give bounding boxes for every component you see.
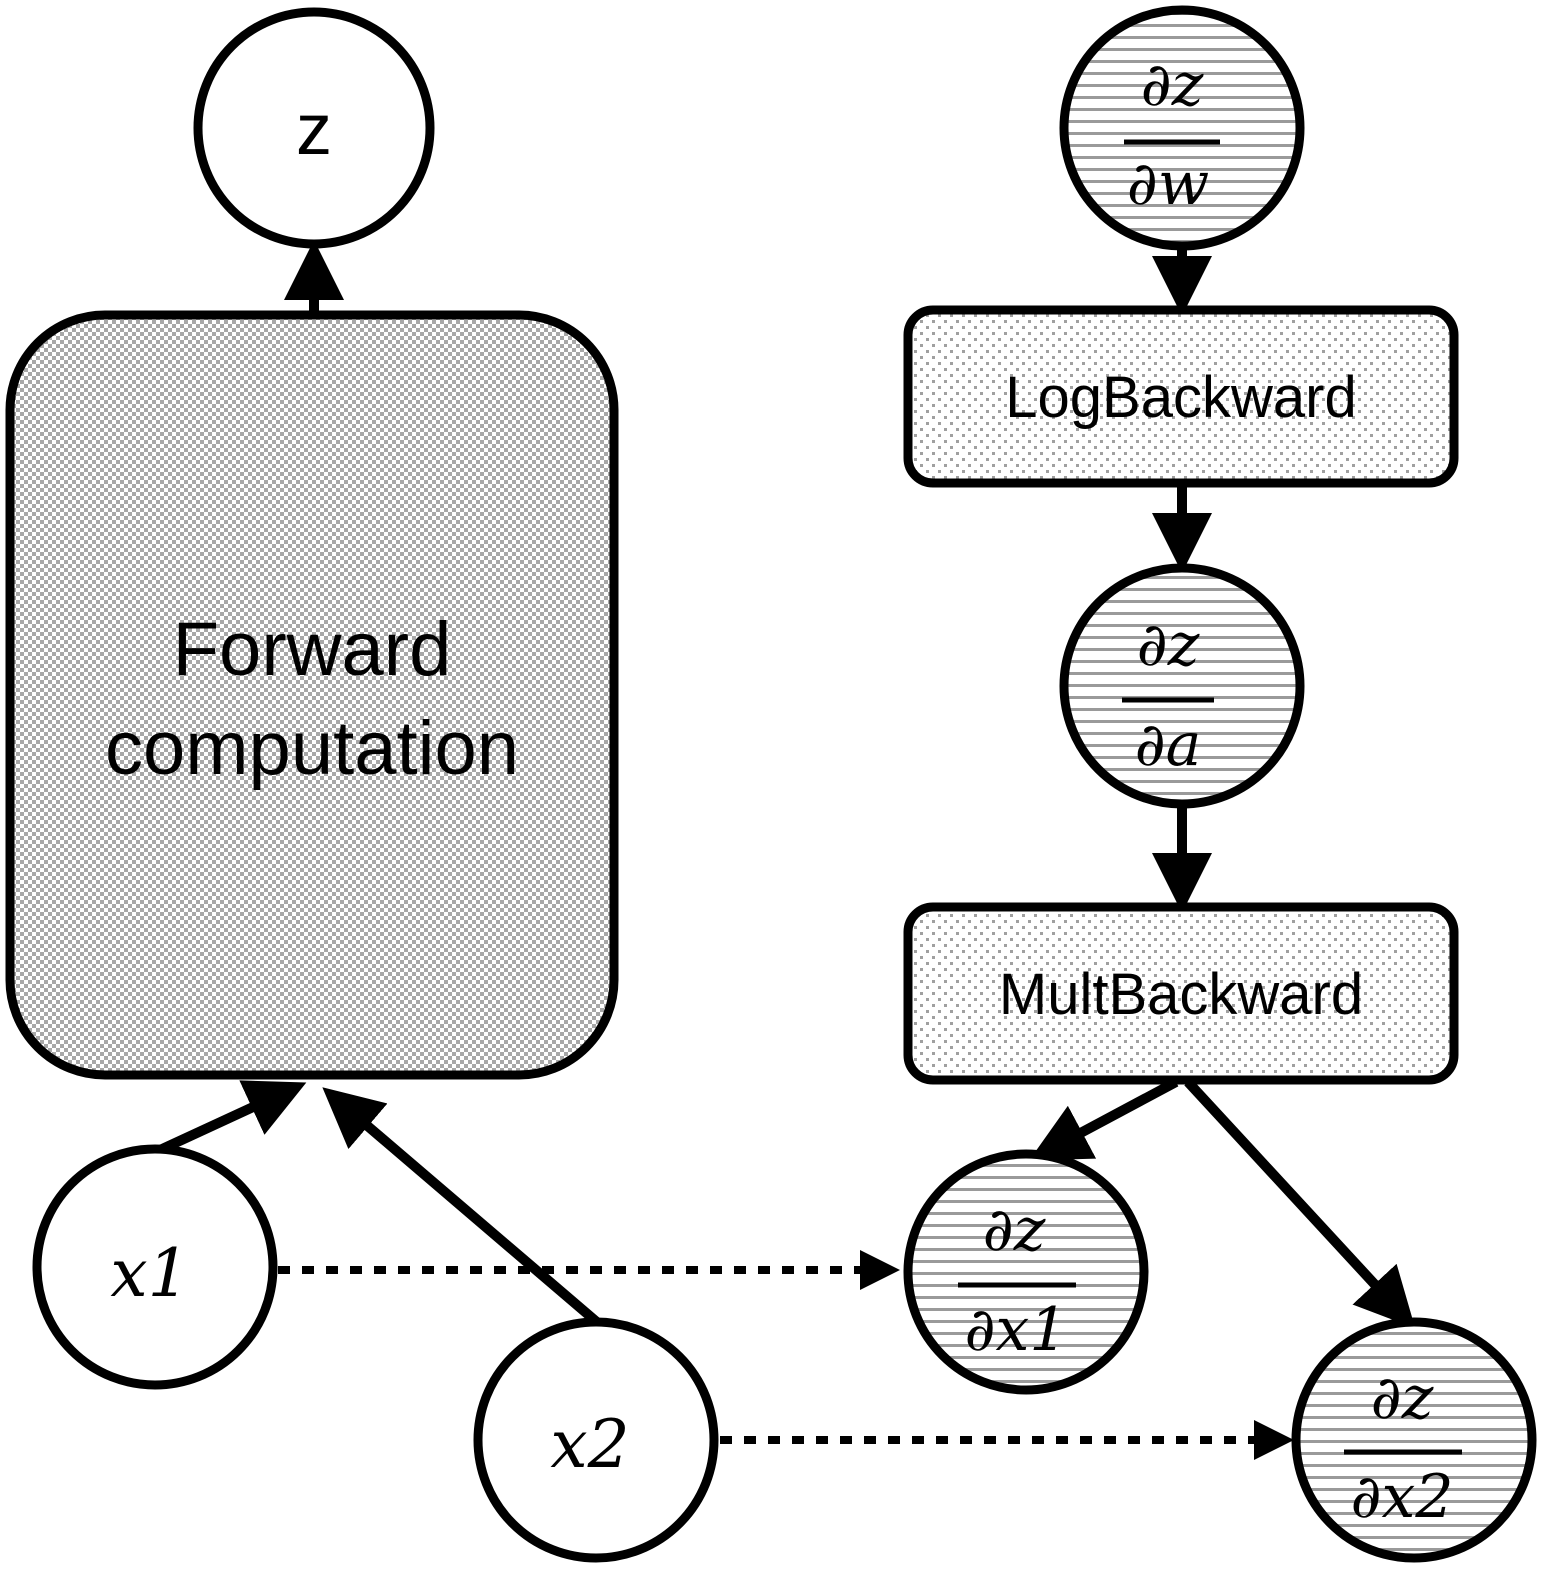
node-grad-w: ∂z ∂w bbox=[1059, 5, 1305, 251]
forward-box-label-line2: computation bbox=[105, 706, 519, 791]
log-backward-box: LogBackward bbox=[903, 305, 1459, 488]
node-z-label: z bbox=[296, 90, 332, 170]
grad-w-numerator: ∂z bbox=[1141, 50, 1204, 120]
grad-a-numerator: ∂z bbox=[1137, 610, 1200, 680]
forward-computation-box: Forward computation bbox=[5, 310, 619, 1080]
grad-x1-denominator: ∂x1 bbox=[964, 1295, 1067, 1365]
log-backward-label: LogBackward bbox=[1005, 365, 1356, 430]
node-x1-label: x1 bbox=[110, 1235, 189, 1312]
node-grad-a: ∂z ∂a bbox=[1059, 563, 1305, 809]
node-x2-label: x2 bbox=[550, 1406, 629, 1483]
grad-a-denominator: ∂a bbox=[1135, 710, 1202, 780]
forward-box-label-line1: Forward bbox=[173, 607, 452, 692]
mult-backward-box: MultBackward bbox=[903, 902, 1459, 1085]
grad-x1-numerator: ∂z bbox=[983, 1195, 1046, 1265]
node-grad-x1: ∂z ∂x1 bbox=[903, 1149, 1149, 1395]
node-grad-x2: ∂z ∂x2 bbox=[1291, 1317, 1537, 1563]
grad-x2-numerator: ∂z bbox=[1371, 1363, 1434, 1433]
arrow-x2-to-box bbox=[322, 1087, 602, 1327]
arrow-x1-to-box bbox=[157, 1080, 307, 1155]
forward-graph: z Forward computation x1 x2 bbox=[5, 7, 719, 1563]
mult-backward-label: MultBackward bbox=[999, 962, 1363, 1027]
node-x1: x1 bbox=[32, 1144, 278, 1390]
arrow-mult-to-gradx2 bbox=[1184, 1078, 1416, 1329]
grad-x2-denominator: ∂x2 bbox=[1350, 1462, 1453, 1532]
backward-graph: ∂z ∂w LogBackward ∂z ∂a MultBackward ∂z … bbox=[278, 5, 1537, 1563]
arrow-mult-to-gradx1 bbox=[1029, 1077, 1179, 1161]
node-x2: x2 bbox=[473, 1317, 719, 1563]
grad-w-denominator: ∂w bbox=[1127, 149, 1209, 219]
node-z: z bbox=[193, 7, 435, 249]
